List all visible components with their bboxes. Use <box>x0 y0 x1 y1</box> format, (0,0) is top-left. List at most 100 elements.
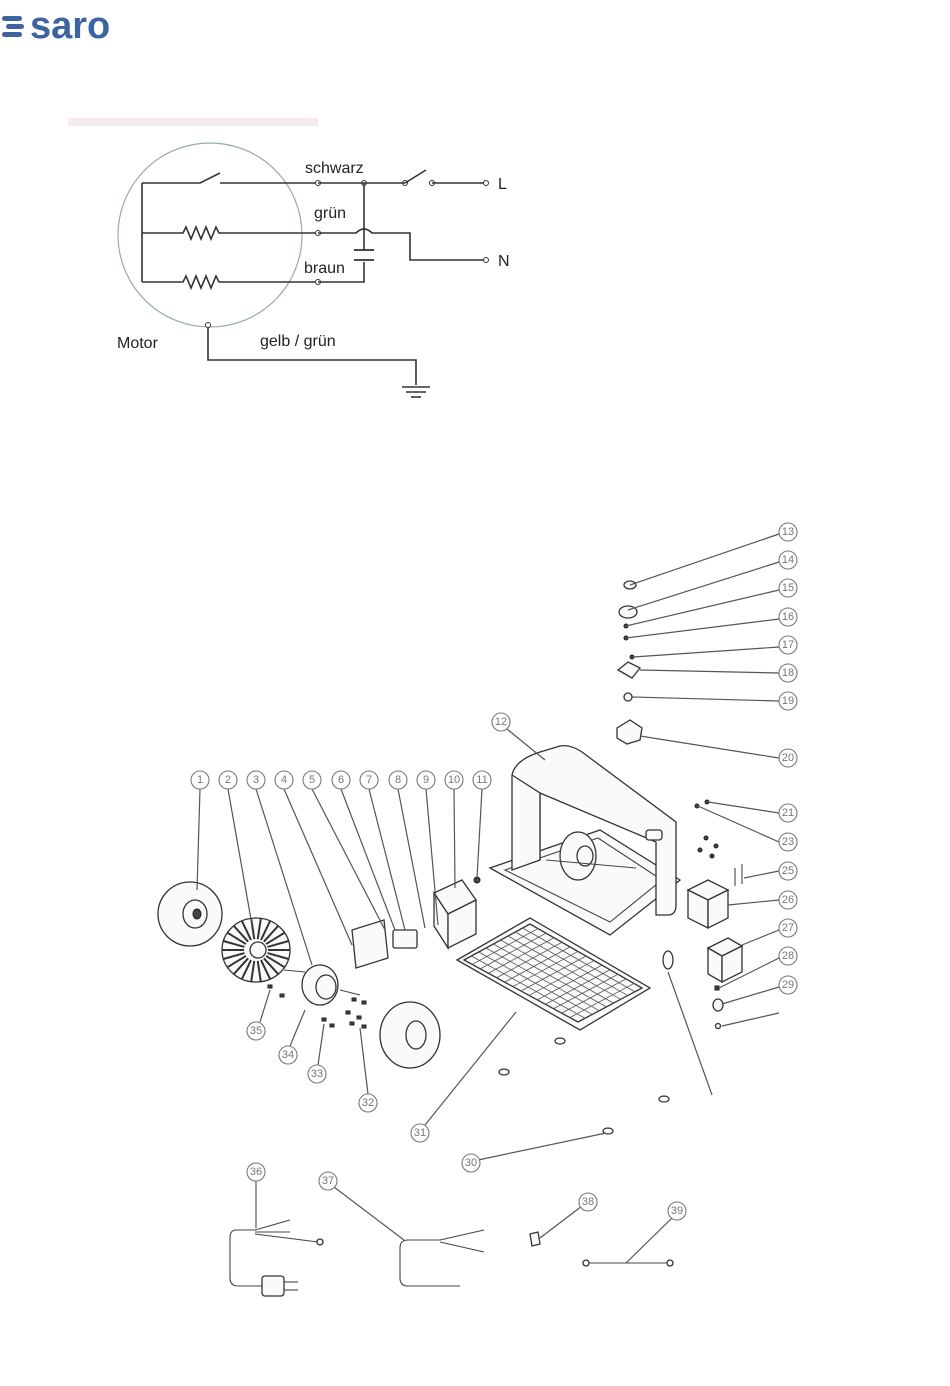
svg-text:11: 11 <box>476 774 487 786</box>
svg-text:12: 12 <box>495 716 507 728</box>
leader-line-17 <box>640 670 779 673</box>
leader-line-22 <box>744 871 779 878</box>
callout-5: 5 <box>303 771 321 789</box>
logo-mark-icon <box>2 16 24 37</box>
leader-line-9 <box>454 789 455 888</box>
header-bar <box>68 118 318 126</box>
callout-9: 9 <box>417 771 435 789</box>
leader-line-19 <box>640 736 779 758</box>
leader-line-1 <box>228 789 252 925</box>
callout-38: 38 <box>579 1193 597 1211</box>
part-grid-tray <box>457 918 650 1030</box>
callout-1: 1 <box>191 771 209 789</box>
leader-line-35 <box>334 1187 404 1240</box>
leader-line-18 <box>632 697 779 701</box>
svg-text:35: 35 <box>250 1025 262 1037</box>
svg-text:36: 36 <box>250 1166 262 1178</box>
label-n: N <box>498 253 510 270</box>
callout-39: 39 <box>668 1202 686 1220</box>
callout-2: 2 <box>219 771 237 789</box>
label-motor: Motor <box>117 335 159 352</box>
callout-15: 15 <box>779 579 797 597</box>
part-feet <box>499 1038 669 1134</box>
part-19 <box>624 693 632 701</box>
motor-internal-wiring <box>142 173 318 288</box>
callout-26: 26 <box>779 891 797 909</box>
leader-line-0 <box>197 789 200 890</box>
callout-23: 23 <box>779 833 797 851</box>
leader-line-36 <box>540 1206 582 1238</box>
part-29 <box>713 999 723 1011</box>
svg-text:29: 29 <box>782 979 794 991</box>
leader-line-7 <box>398 789 425 928</box>
svg-text:7: 7 <box>366 774 372 786</box>
svg-text:33: 33 <box>311 1068 323 1080</box>
leader-line-13 <box>628 562 779 610</box>
parts-drawing <box>158 581 742 1296</box>
part-switch-box <box>393 930 417 948</box>
leader-line-15 <box>626 619 779 638</box>
ground-icon <box>402 387 430 397</box>
leader-line-38 <box>668 972 712 1095</box>
callout-20: 20 <box>779 749 797 767</box>
callout-18: 18 <box>779 664 797 682</box>
svg-text:26: 26 <box>782 894 794 906</box>
svg-text:13: 13 <box>782 526 794 538</box>
callout-17: 17 <box>779 636 797 654</box>
callout-32: 32 <box>359 1094 377 1112</box>
part-27 <box>708 938 742 982</box>
leader-line-37 <box>626 1218 672 1263</box>
svg-text:17: 17 <box>782 639 794 651</box>
svg-text:10: 10 <box>448 774 460 786</box>
leader-line-14 <box>626 590 779 626</box>
leader-line-31 <box>318 1024 324 1065</box>
callout-14: 14 <box>779 551 797 569</box>
callout-6: 6 <box>332 771 350 789</box>
callout-30: 30 <box>462 1154 480 1172</box>
leader-line-24 <box>742 930 779 945</box>
svg-text:16: 16 <box>782 611 794 623</box>
part-38 <box>530 1232 540 1246</box>
svg-text:38: 38 <box>582 1196 594 1208</box>
logo-text: saro <box>30 5 110 47</box>
part-screws-35 <box>268 985 284 997</box>
leader-line-20 <box>708 802 779 813</box>
svg-text:1: 1 <box>197 774 203 786</box>
callout-7: 7 <box>360 771 378 789</box>
svg-text:14: 14 <box>782 554 794 566</box>
part-screws <box>698 836 718 858</box>
label-gruen: grün <box>314 205 346 222</box>
part-29-washer <box>716 1024 721 1029</box>
svg-text:20: 20 <box>782 752 794 764</box>
leader-line-23 <box>728 900 779 905</box>
callout-37: 37 <box>319 1172 337 1190</box>
label-gelb-gruen: gelb / grün <box>260 333 336 350</box>
svg-text:31: 31 <box>414 1127 426 1139</box>
callout-25: 25 <box>779 862 797 880</box>
callout-33: 33 <box>308 1065 326 1083</box>
part-screws-32 <box>346 998 366 1028</box>
callout-19: 19 <box>779 692 797 710</box>
part-motor <box>284 965 360 1005</box>
leader-line-10 <box>477 789 482 878</box>
svg-text:15: 15 <box>782 582 794 594</box>
svg-text:18: 18 <box>782 667 794 679</box>
svg-text:23: 23 <box>782 836 794 848</box>
part-26 <box>688 880 728 928</box>
svg-text:8: 8 <box>395 774 401 786</box>
part-18 <box>618 662 640 678</box>
callout-11: 11 <box>473 771 491 789</box>
label-l: L <box>498 176 507 193</box>
callout-34: 34 <box>279 1046 297 1064</box>
label-schwarz: schwarz <box>305 160 364 177</box>
ground-wiring <box>206 323 417 386</box>
part-fan-impeller <box>222 918 290 982</box>
callout-27: 27 <box>779 919 797 937</box>
leader-line-12 <box>630 534 779 585</box>
svg-text:32: 32 <box>362 1097 374 1109</box>
svg-text:4: 4 <box>281 774 287 786</box>
svg-text:34: 34 <box>282 1049 294 1061</box>
part-28 <box>715 986 719 990</box>
leader-line-16 <box>633 647 779 657</box>
svg-text:2: 2 <box>225 774 231 786</box>
